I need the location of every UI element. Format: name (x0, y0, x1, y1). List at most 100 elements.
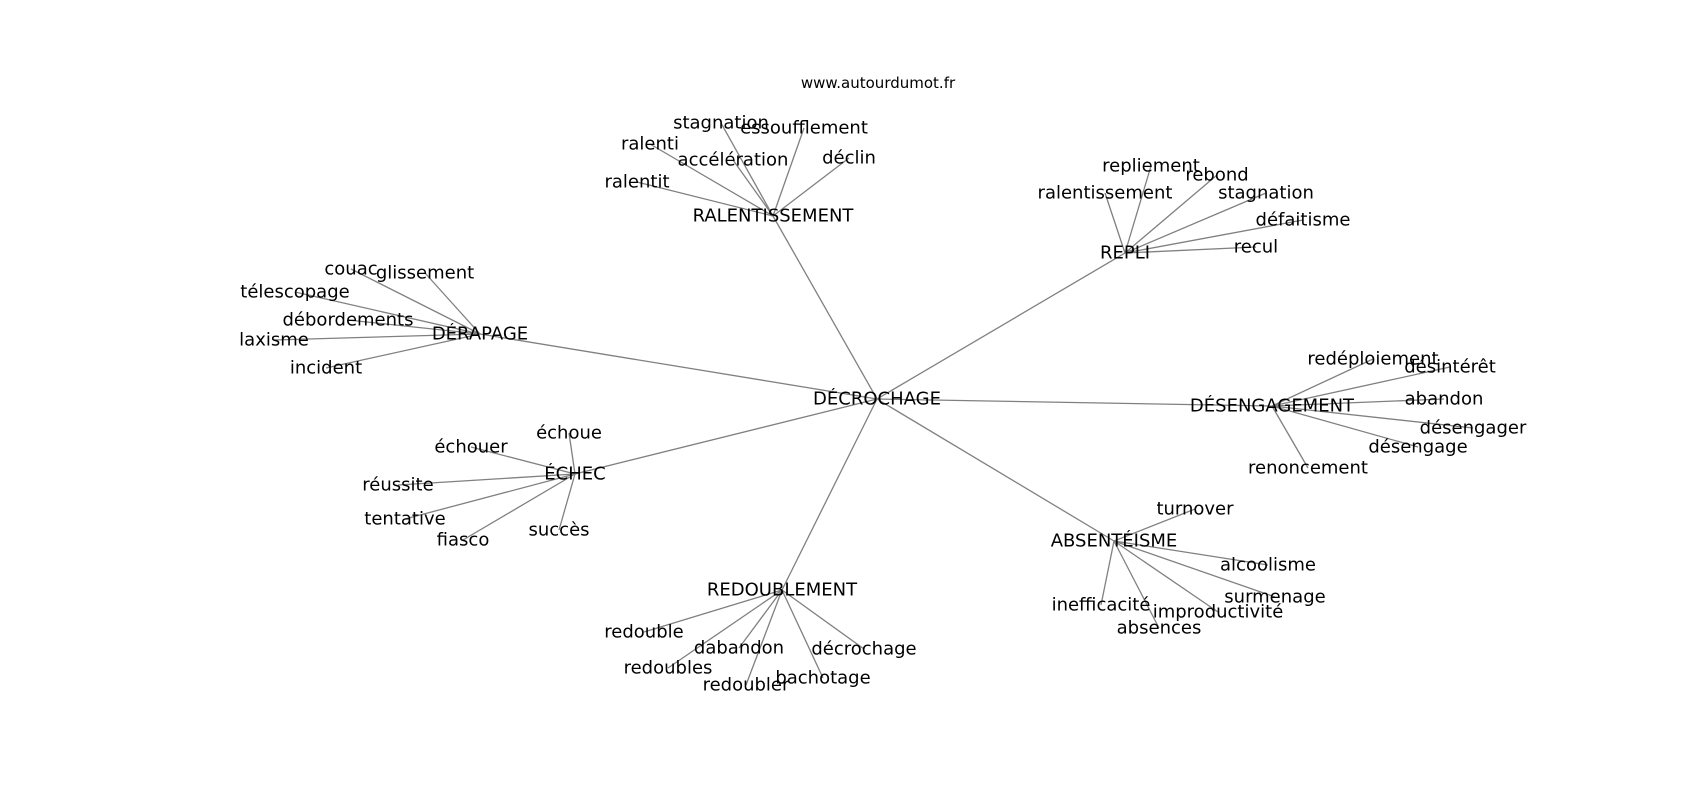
edge-echec-reussite (397, 473, 576, 486)
edge-absenteisme-surmenage (1113, 540, 1276, 598)
word-node-surmenage[interactable]: surmenage (1224, 587, 1325, 608)
word-node-redoubler[interactable]: redoubler (703, 675, 790, 696)
edge-redoublement-redoubles (667, 589, 783, 669)
word-node-incident[interactable]: incident (290, 358, 362, 379)
word-node-alcoolisme[interactable]: alcoolisme (1220, 555, 1316, 576)
word-node-redouble[interactable]: redouble (604, 622, 683, 643)
word-node-ralentissement[interactable]: ralentissement (1038, 183, 1173, 204)
word-node-ralentit[interactable]: ralentit (604, 172, 669, 193)
edge-absenteisme-improductivite (1113, 540, 1219, 613)
word-node-debordements[interactable]: débordements (283, 310, 414, 331)
graph-edges (273, 122, 1474, 686)
word-node-tentative[interactable]: tentative (364, 509, 445, 530)
edge-derapage-telescopage (294, 291, 481, 335)
hub-node-desengagement[interactable]: DÉSENGAGEMENT (1190, 395, 1355, 417)
edge-derapage-glissement (424, 272, 481, 335)
edge-repli-ralentissement (1104, 192, 1126, 254)
edge-center-derapage (479, 333, 878, 400)
graph-labels: www.autourdumot.fr DÉCROCHAGE RALENTISSEM… (239, 74, 1527, 696)
center-node[interactable]: DÉCROCHAGE (813, 388, 941, 410)
edge-derapage-incident (325, 333, 481, 369)
word-node-desengage[interactable]: désengage (1368, 437, 1467, 458)
edge-center-repli (876, 252, 1126, 400)
word-node-inefficacite[interactable]: inefficacité (1052, 595, 1151, 616)
word-node-essoufflement[interactable]: essoufflement (740, 118, 868, 139)
word-node-telescopage[interactable]: télescopage (240, 282, 349, 303)
edge-desengagement-renoncement (1271, 405, 1309, 469)
word-node-reussite[interactable]: réussite (362, 475, 433, 496)
edge-echec-fiasco (462, 473, 576, 541)
edge-repli-recul (1124, 246, 1257, 254)
word-node-ralenti[interactable]: ralenti (621, 134, 679, 155)
hub-node-ralentissement[interactable]: RALENTISSEMENT (693, 206, 855, 227)
word-node-declin[interactable]: déclin (822, 148, 876, 169)
word-node-defaitisme[interactable]: défaitisme (1256, 210, 1351, 231)
edge-redoublement-redouble (643, 589, 783, 633)
edge-center-redoublement (781, 398, 878, 591)
word-node-absences[interactable]: absences (1117, 618, 1202, 639)
word-node-redeploiement[interactable]: redéploiement (1307, 349, 1438, 370)
edge-desengagement-redeploiement (1271, 358, 1374, 407)
word-node-laxisme[interactable]: laxisme (239, 330, 309, 351)
edge-center-ralentissement (772, 215, 878, 400)
word-node-succes[interactable]: succès (528, 520, 589, 541)
word-node-couac[interactable]: couac (324, 259, 377, 280)
edge-desengagement-desinteret (1271, 366, 1451, 407)
hub-node-absenteisme[interactable]: ABSENTÉISME (1051, 530, 1178, 552)
word-node-stagnation[interactable]: stagnation (673, 113, 769, 134)
edge-ralentissement-ralenti (649, 143, 774, 217)
site-url: www.autourdumot.fr (801, 74, 956, 92)
word-node-bachotage[interactable]: bachotage (775, 668, 870, 689)
edge-absenteisme-alcoolisme (1113, 540, 1269, 566)
edge-derapage-couac (350, 268, 481, 335)
edge-derapage-debordements (347, 319, 481, 335)
word-node-desengager[interactable]: désengager (1420, 418, 1527, 439)
word-node-fiasco[interactable]: fiasco (437, 530, 490, 551)
edge-repli-rebond (1124, 174, 1218, 254)
hub-node-redoublement[interactable]: REDOUBLEMENT (707, 580, 858, 601)
word-node-desinteret[interactable]: désintérêt (1404, 357, 1496, 378)
edge-ralentissement-stagnation (720, 122, 774, 217)
edge-derapage-laxisme (273, 333, 481, 341)
word-node-improductivite[interactable]: improductivité (1153, 602, 1284, 623)
edge-ralentissement-acceleration (732, 159, 774, 217)
word-node-echouer[interactable]: échouer (434, 437, 508, 458)
word-node-recul[interactable]: recul (1234, 237, 1278, 258)
word-node-acceleration[interactable]: accélération (678, 150, 789, 171)
word-node-turnover[interactable]: turnover (1156, 499, 1234, 520)
word-node-decrochage[interactable]: décrochage (811, 639, 916, 660)
edge-redoublement-decrochage (781, 589, 865, 650)
word-node-rebond[interactable]: rebond (1185, 165, 1248, 186)
edge-redoublement-redoubler (745, 589, 783, 686)
edge-repli-repliement (1124, 165, 1152, 254)
edge-redoublement-dabandon (738, 589, 783, 649)
edge-absenteisme-inefficacite (1100, 540, 1115, 606)
hub-node-echec[interactable]: ÉCHEC (544, 463, 605, 485)
word-node-renoncement[interactable]: renoncement (1248, 458, 1368, 479)
edge-ralentissement-ralentit (636, 181, 774, 217)
edge-center-echec (574, 398, 878, 475)
hub-node-repli[interactable]: REPLI (1100, 243, 1150, 264)
edge-absenteisme-turnover (1113, 508, 1196, 542)
edge-repli-stagnation (1124, 192, 1267, 254)
word-node-stagnation[interactable]: stagnation (1218, 183, 1314, 204)
word-node-echoue[interactable]: échoue (536, 423, 602, 444)
word-node-repliement[interactable]: repliement (1102, 156, 1200, 177)
word-node-dabandon[interactable]: dabandon (694, 638, 784, 659)
edge-center-absenteisme (876, 398, 1115, 542)
edge-repli-defaitisme (1124, 219, 1304, 254)
edge-ralentissement-essoufflement (772, 127, 805, 217)
edge-echec-echouer (470, 446, 576, 475)
edge-desengagement-desengager (1271, 405, 1474, 429)
edge-center-desengagement (876, 398, 1273, 407)
edge-absenteisme-absences (1113, 540, 1160, 629)
edge-ralentissement-declin (772, 157, 850, 217)
word-node-glissement[interactable]: glissement (376, 263, 474, 284)
word-node-redoubles[interactable]: redoubles (624, 658, 713, 679)
edge-echec-tentative (404, 473, 576, 520)
edge-redoublement-bachotage (781, 589, 824, 679)
hub-node-derapage[interactable]: DÉRAPAGE (432, 323, 528, 345)
edge-desengagement-desengage (1271, 405, 1419, 448)
word-node-abandon[interactable]: abandon (1405, 389, 1484, 410)
